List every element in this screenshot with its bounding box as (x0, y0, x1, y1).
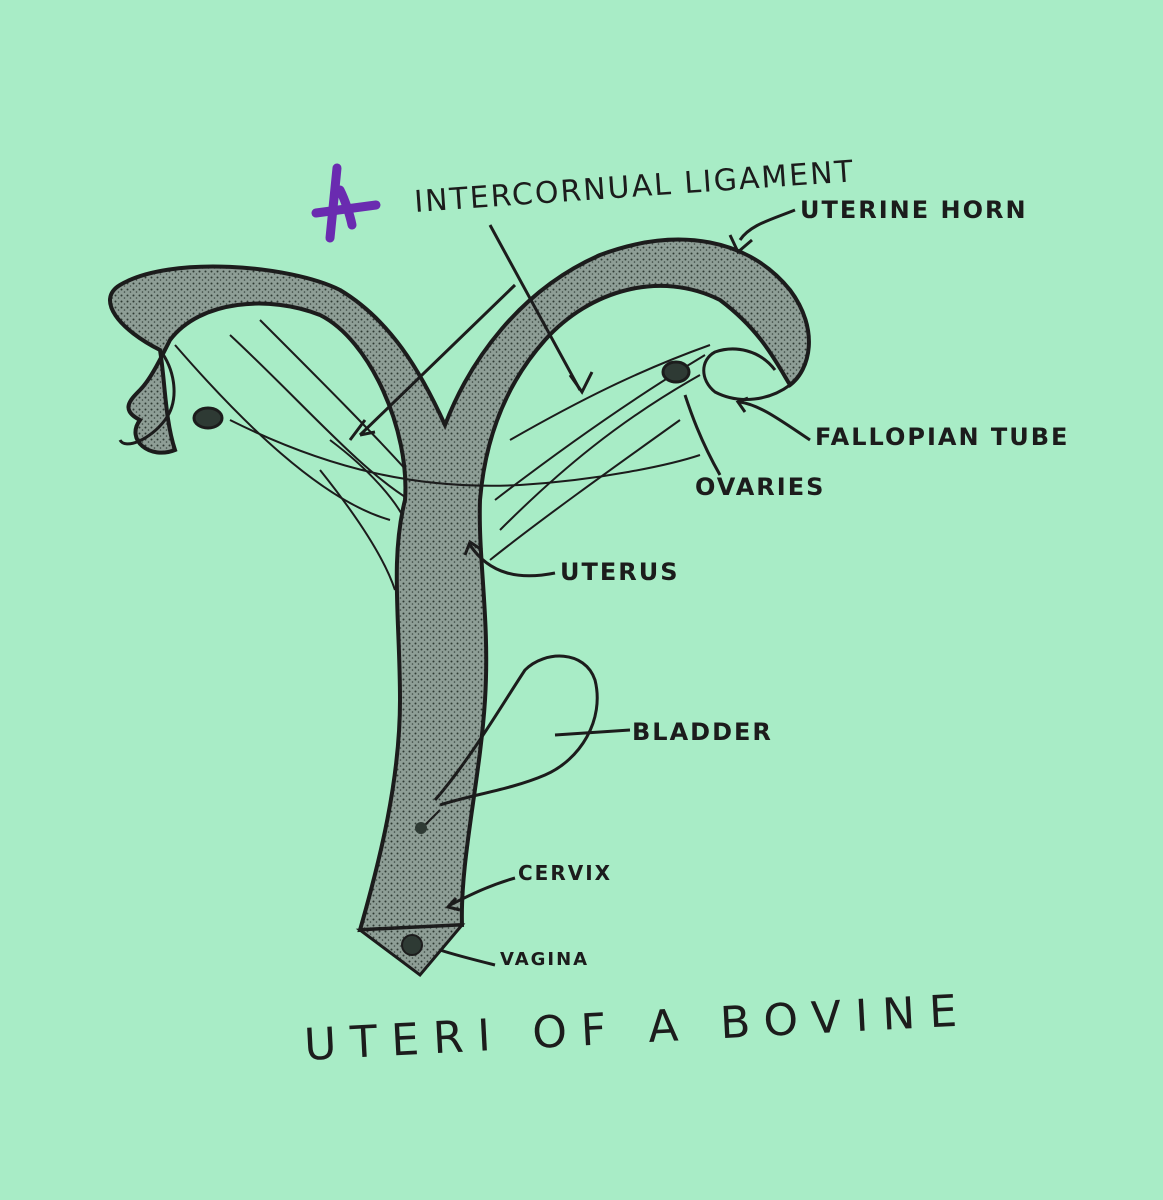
purple-star-mark-icon (311, 163, 381, 243)
label-bladder: BLADDER (632, 718, 773, 746)
bladder (433, 654, 599, 807)
leader-lines (348, 208, 811, 967)
label-uterine-horn: UTERINE HORN (800, 196, 1028, 224)
label-cervix: CERVIX (518, 861, 612, 885)
label-vagina: VAGINA (500, 949, 589, 970)
diagram-title: UTERI OF A BOVINE (303, 985, 972, 1071)
vaginal-opening (401, 934, 423, 956)
uterus-body (108, 237, 811, 933)
ovary-right (661, 360, 691, 384)
label-fallopian-tube: FALLOPIAN TUBE (815, 423, 1069, 451)
broad-ligament-left (174, 319, 416, 591)
left-horn-tip (118, 349, 176, 446)
right-horn-tip (702, 347, 791, 401)
urethra-opening (415, 822, 427, 834)
ovary-left (192, 406, 224, 430)
label-uterus: UTERUS (560, 558, 680, 586)
ovarian-line (229, 419, 701, 487)
label-intercornual-ligament: INTERCORNUAL LIGAMENT (413, 154, 856, 220)
label-ovaries: OVARIES (695, 473, 825, 501)
